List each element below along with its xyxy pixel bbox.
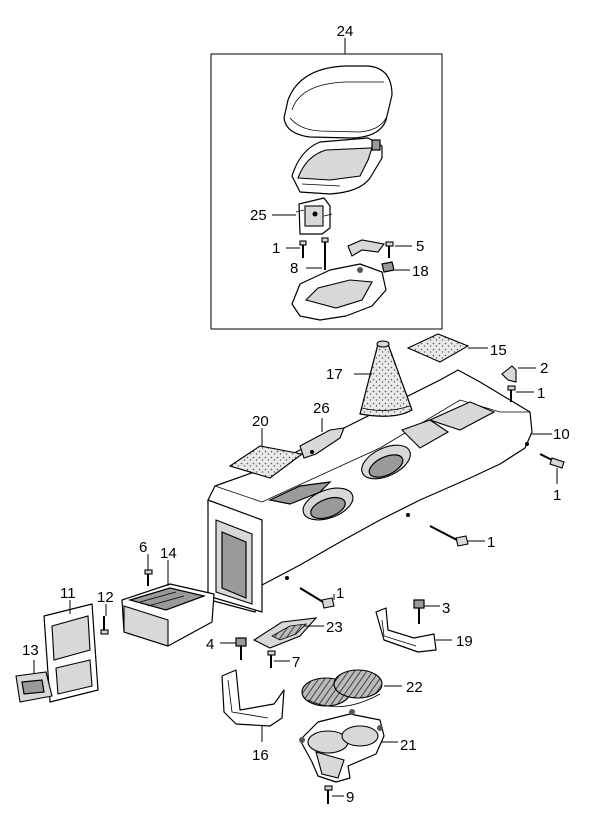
screw-6 [144, 569, 153, 586]
armrest-housing [291, 263, 387, 321]
clip-18 [381, 261, 395, 273]
callout-23: 23 [326, 619, 343, 636]
callout-14: 14 [160, 545, 177, 562]
trim-23 [252, 617, 318, 649]
screw-1-upper [299, 240, 307, 258]
screw-7 [267, 650, 276, 668]
callout-1-upper: 1 [272, 240, 280, 257]
callout-17: 17 [326, 366, 343, 383]
callout-6: 6 [139, 539, 147, 556]
cup-holder-21 [299, 709, 385, 783]
armrest-base-tray [291, 137, 383, 195]
callout-8: 8 [290, 260, 298, 277]
armrest-assembly-frame [210, 53, 443, 330]
armrest-lid-cushion [283, 65, 393, 139]
center-console-body [207, 369, 533, 613]
bracket-19 [375, 607, 437, 653]
screw-3 [413, 599, 425, 624]
cup-mat-22 [301, 669, 383, 708]
console-mat-15 [406, 333, 470, 363]
callout-4: 4 [206, 636, 214, 653]
cover-13 [15, 671, 53, 703]
screw-1-right-top [507, 385, 516, 402]
callout-3: 3 [442, 600, 450, 617]
shift-boot [359, 340, 413, 417]
screw-1-right-side [539, 453, 565, 469]
callout-7: 7 [292, 654, 300, 671]
callout-1-bottom: 1 [336, 585, 344, 602]
screw-12 [100, 616, 109, 635]
callout-26: 26 [313, 400, 330, 417]
clip-piece [347, 239, 385, 257]
screw-1-bottom [299, 587, 335, 609]
callout-25: 25 [250, 207, 267, 224]
bracket-2 [501, 365, 517, 383]
tray-14 [121, 583, 215, 647]
callout-11: 11 [60, 585, 76, 602]
screw-1-middle [429, 525, 469, 547]
callout-24: 24 [337, 23, 354, 40]
console-mat-20 [228, 445, 304, 479]
callout-16: 16 [252, 747, 269, 764]
cover-26 [299, 427, 345, 459]
callout-13: 13 [22, 642, 39, 659]
callout-1-right-top: 1 [537, 385, 545, 402]
screw-5 [385, 241, 394, 258]
callout-15: 15 [490, 342, 507, 359]
callout-10: 10 [553, 426, 570, 443]
callout-5: 5 [416, 238, 424, 255]
callout-22: 22 [406, 679, 423, 696]
callout-19: 19 [456, 633, 473, 650]
callout-2: 2 [540, 360, 548, 377]
screw-8 [321, 237, 329, 270]
callout-20: 20 [252, 413, 269, 430]
armrest-assembly-box: 24 25 1 [210, 23, 443, 330]
screw-9 [324, 785, 333, 804]
screw-4 [235, 637, 247, 660]
callout-21: 21 [400, 737, 417, 754]
bezel-11 [43, 603, 99, 703]
callout-1-middle: 1 [487, 534, 495, 551]
bracket-16 [221, 669, 285, 727]
latch-bracket [295, 197, 333, 235]
callout-18: 18 [412, 263, 429, 280]
callout-9: 9 [346, 789, 354, 806]
callout-12: 12 [97, 589, 114, 606]
callout-1-right-side: 1 [553, 487, 561, 504]
